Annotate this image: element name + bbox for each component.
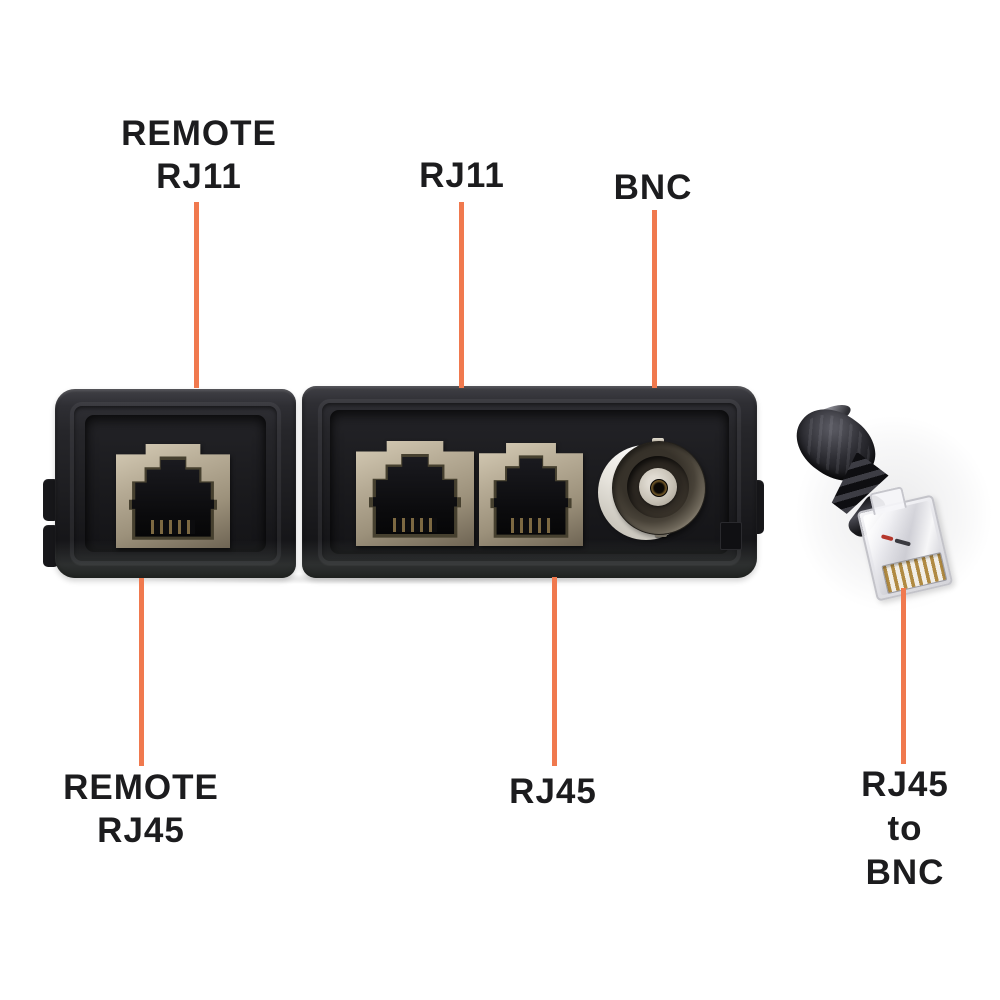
leader-line-rj45-to-bnc: [901, 588, 906, 764]
remote-unit-ridge: [70, 402, 281, 565]
label-remote-rj45-line2: RJ45: [97, 811, 185, 850]
bnc-connector: [598, 438, 720, 541]
label-remote-rj11-line1: REMOTE: [121, 114, 277, 153]
remote-rj45-jack-pins: [151, 519, 195, 535]
rj45-plug-red-wire: [880, 534, 894, 542]
leader-line-remote-rj11: [194, 202, 199, 388]
label-bnc-line1: BNC: [613, 168, 693, 207]
leader-line-bnc: [652, 210, 657, 388]
label-rj11: RJ11: [419, 154, 505, 197]
main-unit-ridge: [318, 399, 741, 565]
bnc-center-pin-socket: [650, 479, 668, 497]
label-remote-rj45: REMOTE RJ45: [63, 766, 219, 852]
leader-line-remote-rj45: [139, 578, 144, 766]
label-rj45-to-bnc-line1: RJ45: [861, 765, 949, 804]
leader-line-rj45: [552, 577, 557, 766]
label-rj45-to-bnc-line2: to: [887, 809, 923, 848]
label-rj11-line1: RJ11: [419, 156, 505, 195]
label-rj45: RJ45: [509, 770, 597, 813]
rj45-plug-dark-wire: [894, 538, 911, 547]
rj11-jack: [356, 441, 474, 546]
label-remote-rj11-line2: RJ11: [156, 157, 242, 196]
rj45-jack-pins: [511, 518, 551, 533]
main-unit-panel-notch: [720, 522, 742, 550]
label-rj45-to-bnc-line3: BNC: [865, 853, 945, 892]
rj45-jack: [479, 443, 583, 546]
label-rj45-to-bnc: RJ45 to BNC: [861, 763, 949, 895]
label-remote-rj11: REMOTE RJ11: [121, 112, 277, 198]
label-rj45-line1: RJ45: [509, 772, 597, 811]
rj11-jack-pins: [392, 517, 438, 533]
remote-rj45-jack: [116, 444, 230, 548]
leader-line-rj11: [459, 202, 464, 388]
label-remote-rj45-line1: REMOTE: [63, 768, 219, 807]
label-bnc: BNC: [614, 166, 693, 209]
